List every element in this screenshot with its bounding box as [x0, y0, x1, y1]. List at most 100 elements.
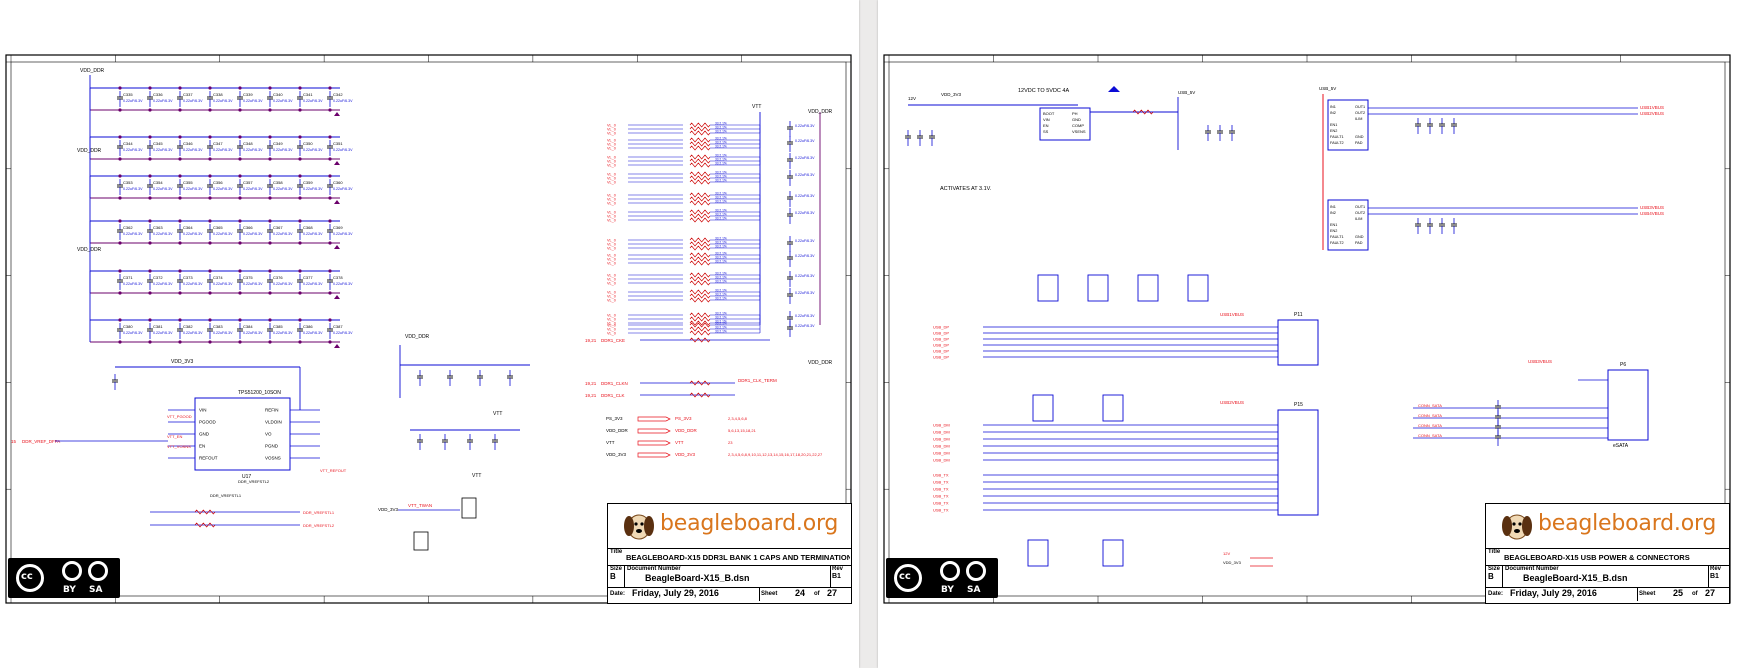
junction-dot: [148, 174, 152, 178]
cap-value: 0.22uF/6.3V: [183, 331, 203, 335]
title-label: Title: [610, 549, 623, 555]
junction-dot: [328, 340, 332, 344]
termination-resistor: [689, 209, 711, 215]
junction-dot: [178, 340, 182, 344]
junction-dot: [328, 157, 332, 161]
vbus-net: USB1VBUS: [1640, 105, 1664, 110]
of-label: of: [1692, 591, 1698, 597]
junction-dot: [208, 318, 212, 322]
rev-label: Rev: [832, 566, 844, 572]
signal-ddr1-cke: DDR1_CKE: [601, 338, 625, 343]
cc-sa-label: SA: [89, 585, 103, 595]
cc-license-logo: cc BY SA: [8, 558, 120, 598]
termination-resistor: [689, 162, 711, 168]
inductor-l8: [1132, 109, 1154, 115]
cap-ref: C387: [333, 324, 343, 329]
power-net-vdd-ddr: VDD_DDR: [77, 148, 102, 154]
net-label: VL_0: [607, 278, 616, 282]
beagle-dog-icon: [624, 514, 654, 540]
cap-ref: C351: [333, 141, 343, 146]
date-value: Friday, July 29, 2016: [632, 588, 719, 598]
termination-resistor: [689, 260, 711, 266]
resistor-value: 33.2,1%: [715, 272, 727, 276]
cap-ref: C353: [123, 180, 133, 185]
cap-ref: C373: [183, 275, 193, 280]
ic-pin-right: GND: [1355, 135, 1364, 139]
legend-net: VDD_DDR: [606, 428, 629, 433]
signal-ddr-vref: DDR_VREF_DFFA: [22, 439, 60, 444]
sheet-total: 27: [1705, 588, 1716, 598]
cap-ref: C335: [123, 92, 133, 97]
doc-number-label: Document Number: [627, 566, 681, 572]
cap-value: 0.22uF/6.3V: [303, 148, 323, 152]
junction-dot: [178, 241, 182, 245]
cap-value: 0.22uF/6.3V: [243, 187, 263, 191]
ic-part-name: TPS51200_10SON: [238, 390, 281, 396]
vbus-net: USB1VBUS: [1220, 312, 1244, 317]
junction-dot: [208, 157, 212, 161]
resistor-value: 33.2,1%: [715, 252, 727, 256]
termination-resistor: [689, 130, 711, 136]
termination-resistor: [689, 217, 711, 223]
termination-resistor: [689, 312, 711, 318]
junction-dot: [208, 86, 212, 90]
cap-ref: C369: [333, 225, 343, 230]
usb-net: USB_DM: [933, 458, 950, 463]
usb-net: USB_DM: [933, 444, 950, 449]
cap-value: 0.22uF/6.3V: [795, 211, 815, 215]
junction-dot: [178, 86, 182, 90]
resistor-value: 33.2,1%: [715, 316, 727, 320]
net-label: VL_0: [607, 239, 616, 243]
signal-ddr1-clk: DDR1_CLK: [601, 393, 625, 398]
sheet-label: Sheet: [1639, 591, 1656, 597]
resistor-value: 33.2,1%: [715, 245, 727, 249]
beagle-dog-icon: [1502, 514, 1532, 540]
termination-resistor: [689, 252, 711, 258]
cap-ref: C364: [183, 225, 193, 230]
net-label: VL_0: [607, 160, 616, 164]
ic-reference: U17: [242, 474, 251, 480]
junction-dot: [268, 219, 272, 223]
signal-vtt-twan: VTT_TWAN: [408, 503, 432, 508]
cap-ref: C336: [153, 92, 163, 97]
ic-pin-right: VSENS: [1072, 129, 1086, 134]
net-label: VL_0: [607, 139, 616, 143]
cc-sa-label: SA: [967, 585, 981, 595]
clock-resistor: [689, 392, 711, 398]
size-label: Size: [610, 566, 623, 572]
junction-dot: [268, 86, 272, 90]
junction-dot: [268, 108, 272, 112]
cap-ref: C359: [303, 180, 313, 185]
cap-ref: C376: [273, 275, 283, 280]
cap-ref: C349: [273, 141, 283, 146]
cap-value: 0.22uF/6.3V: [795, 156, 815, 160]
cap-value: 0.22uF/6.3V: [243, 99, 263, 103]
resistor-value: 33.2,1%: [715, 241, 727, 245]
net-label: VL_0: [607, 132, 616, 136]
junction-dot: [118, 269, 122, 273]
cap-ref: C372: [153, 275, 163, 280]
termination-resistor: [689, 245, 711, 251]
junction-dot: [118, 340, 122, 344]
power-net-12v: 12V: [908, 96, 916, 101]
net-label: VL_0: [607, 211, 616, 215]
junction-dot: [178, 318, 182, 322]
ic-pin-right: COMP: [1072, 123, 1084, 128]
resistor-value: 33.2,1%: [715, 276, 727, 280]
junction-dot: [268, 269, 272, 273]
ic-pin-left: IN2: [1330, 111, 1336, 115]
junction-dot: [178, 108, 182, 112]
cap-value: 0.22uF/6.3V: [333, 187, 353, 191]
page-ref: 19,21: [585, 381, 597, 386]
cap-value: 0.22uF/6.3V: [153, 331, 173, 335]
esata-label: eSATA: [1613, 443, 1629, 449]
termination-resistor: [689, 171, 711, 177]
cap-value: 0.22uF/6.3V: [333, 148, 353, 152]
junction-dot: [178, 157, 182, 161]
cap-ref: C344: [123, 141, 133, 146]
cap-ref: C385: [273, 324, 283, 329]
junction-dot: [268, 157, 272, 161]
resistor-value: 33.2,1%: [715, 213, 727, 217]
